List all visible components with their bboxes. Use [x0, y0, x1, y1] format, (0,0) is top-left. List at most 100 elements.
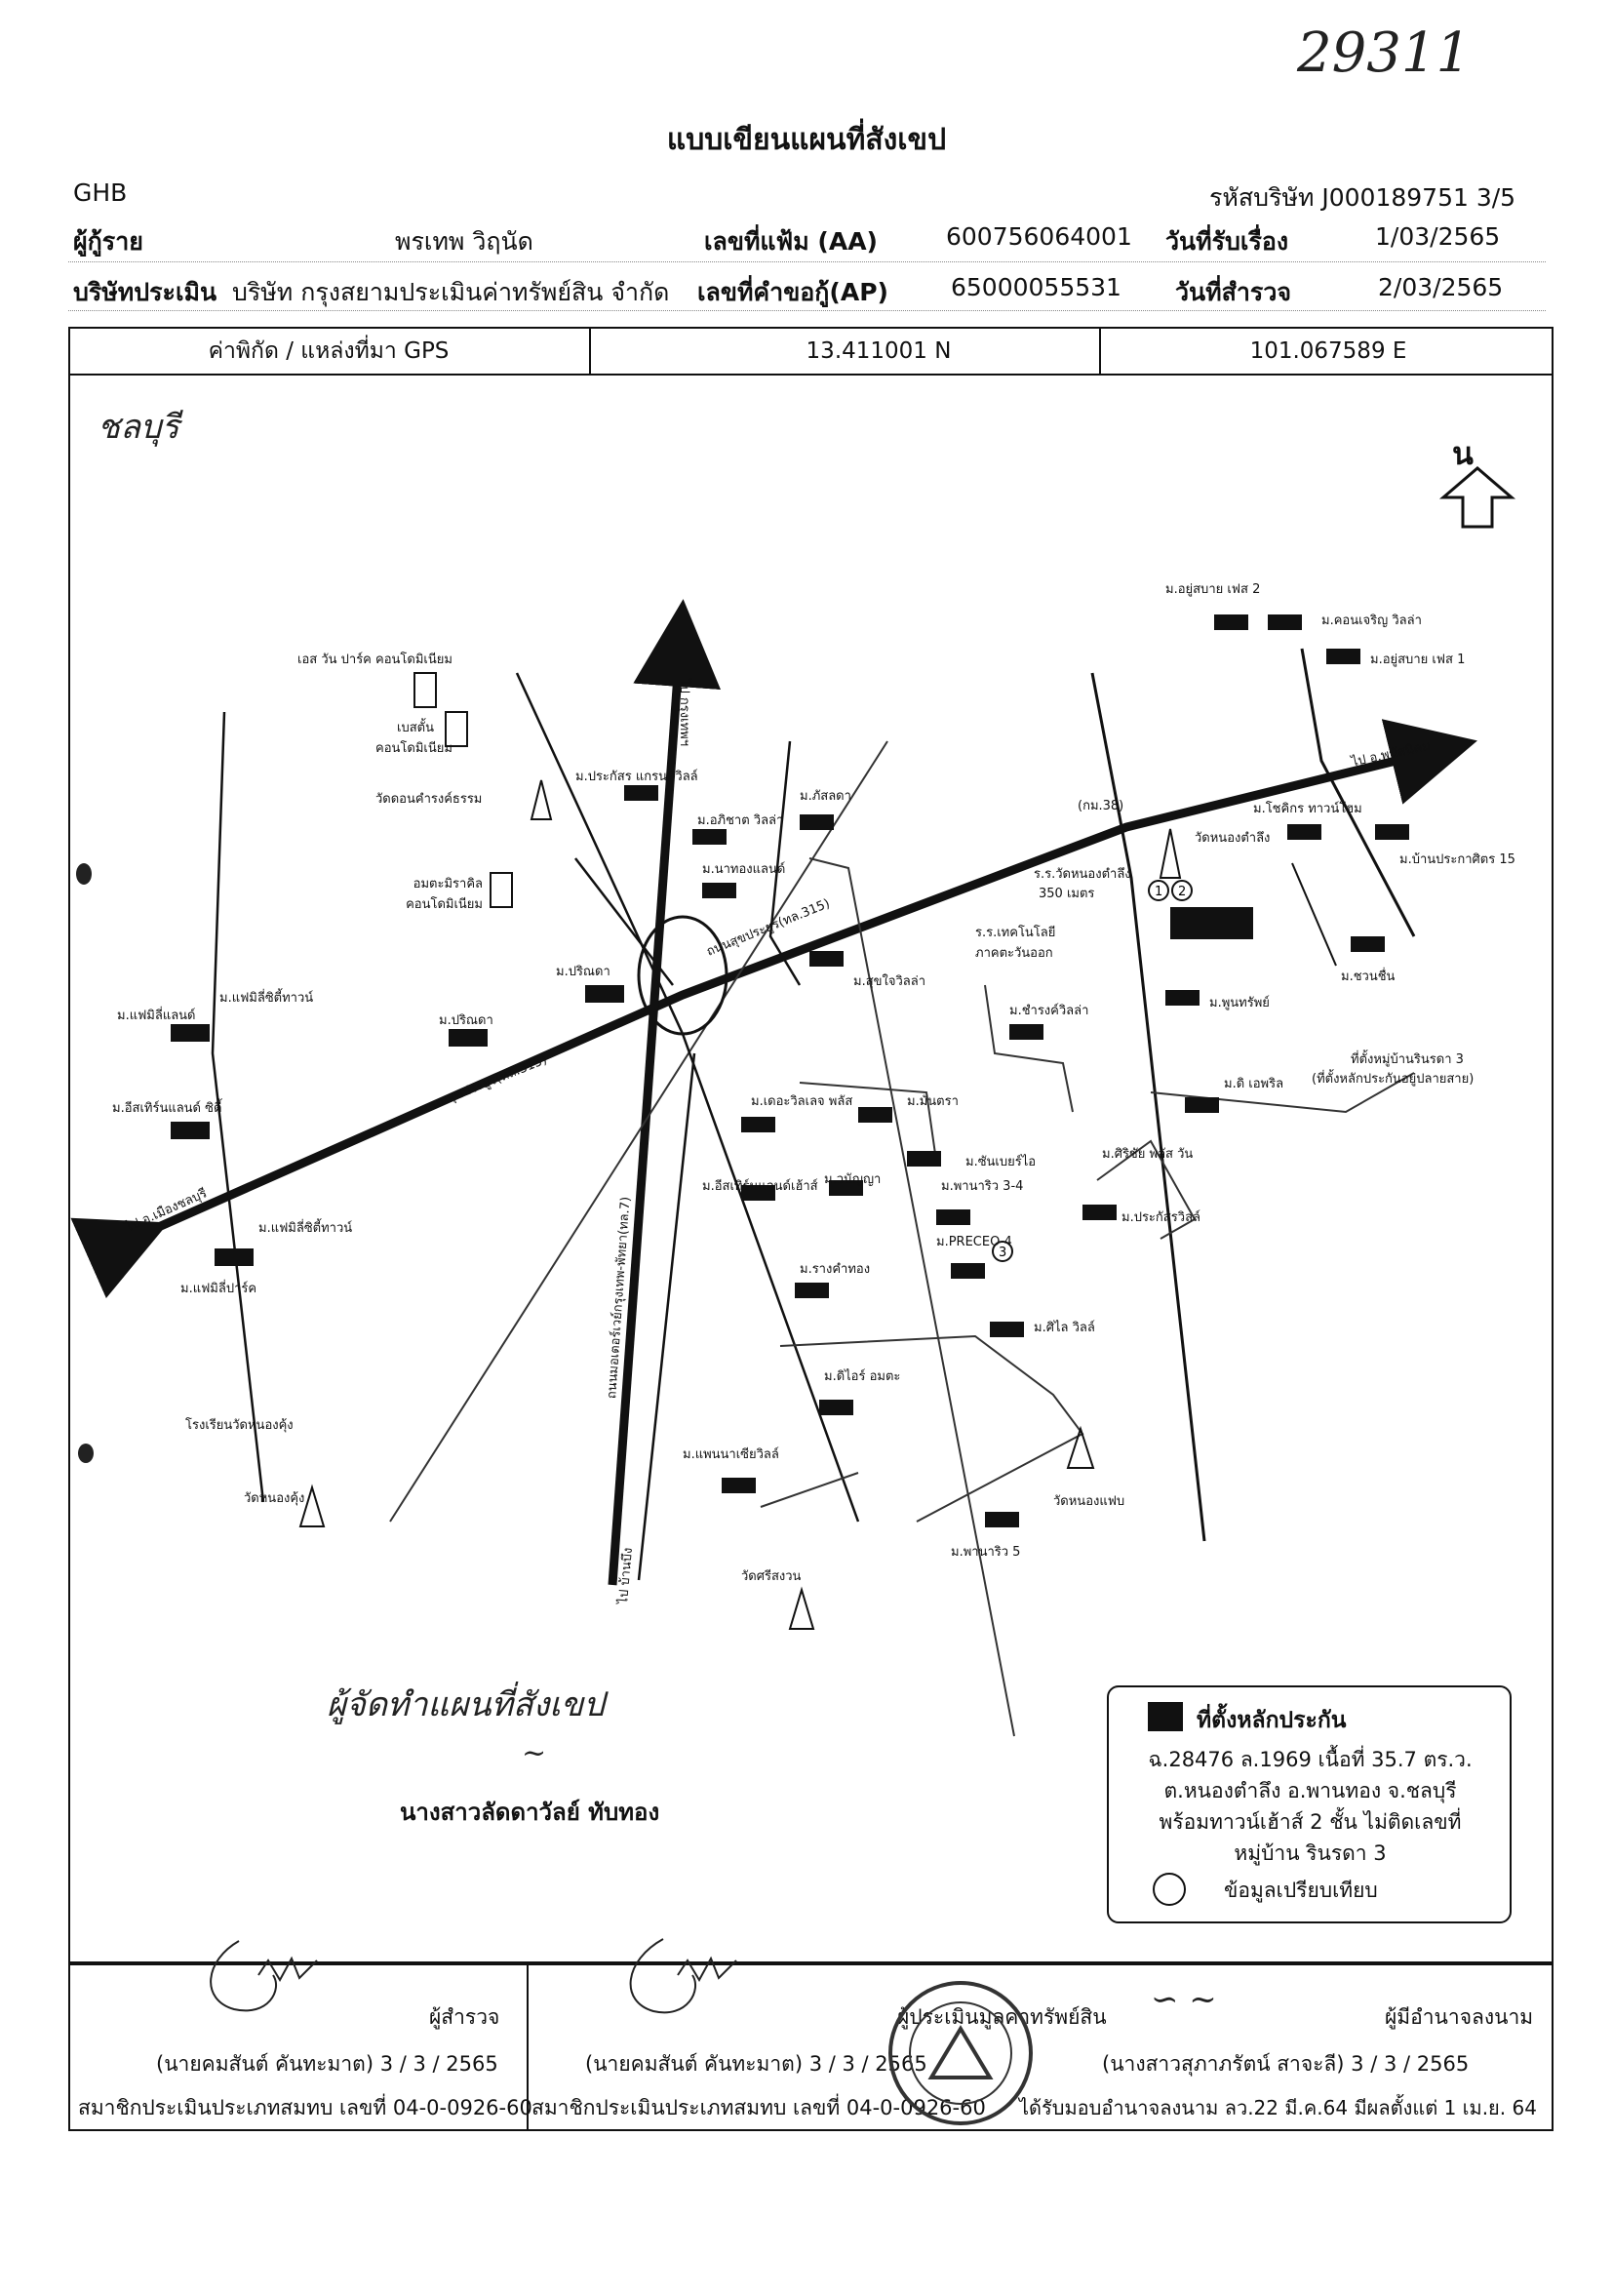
map-label: ไป กรุงเทพฯ [677, 678, 692, 747]
map-label: ม.พานาริว 5 [951, 1545, 1021, 1560]
map-label: ม.ชำรงค์วิลล่า [1009, 1004, 1089, 1018]
marker-1 [1148, 880, 1169, 901]
north-arrow: น [1438, 429, 1516, 536]
map-label: ม.ประกัสรวิลล์ [1121, 1210, 1200, 1225]
temple-icon [530, 779, 553, 820]
map-label: วัดหนองคุ้ง [244, 1491, 305, 1506]
map-label: ม.มันตรา [907, 1094, 959, 1109]
surveyor-name: (นายคมสันต์ คันทะมาต) 3 / 3 / 2565 [156, 2052, 498, 2076]
map-label: ม.โชคิกร ทาวน์โฮม [1253, 802, 1362, 816]
map-label: ม.บ้านประกาศิตร 15 [1399, 852, 1515, 867]
map-label: ม.ซันเบยร์ไอ [965, 1155, 1037, 1169]
map-label: ม.วนัญญา [824, 1172, 882, 1187]
map-label: ม.พูนทรัพย์ [1209, 996, 1270, 1010]
gps-row: ค่าพิกัด / แหล่งที่มา GPS 13.411001 N 10… [68, 327, 1554, 376]
map-label: ม.อีสเทิร์นแลนด์เฮ้าส์ [702, 1179, 818, 1194]
map-label: ม.PRECEO 4 [936, 1235, 1012, 1249]
company-stamp-icon [888, 1981, 1033, 2125]
map-label: วัดดอนคำรงค์ธรรม [375, 792, 483, 807]
north-label: น [1452, 435, 1474, 472]
building-icon [445, 711, 468, 747]
map-label: ม.นาทองแลนด์ [702, 862, 786, 877]
borrower-value: พรเทพ วิฤนัด [395, 227, 533, 256]
file-no-label: เลขที่แฟ้ม (AA) [704, 227, 878, 256]
appraiser-value: บริษัท กรุงสยามประเมินค่าทรัพย์สิน จำกัด [232, 278, 670, 306]
road-motorway-service [637, 1052, 696, 1581]
surveyor-role: ผู้สำรวจ [429, 2005, 500, 2029]
temple-icon [788, 1586, 815, 1630]
map-label: ม.ชวนชื่น [1341, 970, 1396, 984]
road-local-6 [760, 1472, 859, 1508]
drawer-handwritten: ผู้จัดทำแผนที่สังเขป [327, 1685, 605, 1724]
map-label: เอส วัน ปาร์ค คอนโดมิเนียม [297, 653, 452, 667]
map-label: ม.คอนเจริญ วิลล่า [1321, 614, 1422, 628]
road-diagonal [389, 740, 888, 1523]
road-motorway [608, 599, 722, 1586]
page-number: 29311 [1297, 21, 1472, 85]
map-label: ม.อยู่สบาย เฟส 2 [1165, 582, 1261, 597]
svg-text:3: 3 [999, 1246, 1006, 1260]
map-label: วัดศรีสงวน [741, 1569, 802, 1584]
marker-3 [992, 1241, 1013, 1262]
surveyor-signature-icon [210, 1940, 318, 2012]
gps-longitude: 101.067589 E [1099, 329, 1555, 374]
appraiser-signature-icon [629, 1938, 737, 2014]
road-right-vertical [1090, 672, 1206, 1542]
map-label: ม.อีสเทิร์นแลนด์ ซิตี้ [112, 1101, 222, 1116]
road-right-branch [1300, 648, 1416, 937]
svg-text:1: 1 [1155, 885, 1162, 899]
interchange [637, 915, 728, 1036]
road-left-vertical [211, 711, 265, 1503]
authorizer-note: ได้รับมอบอำนาจลงนาม ลว.22 มี.ค.64 มีผลตั… [1019, 2096, 1537, 2119]
request-no-label: เลขที่คำขอกู้(AP) [697, 278, 888, 306]
legend-line-3: พร้อมทาวน์เฮ้าส์ 2 ชั้น ไม่ติดเลขที่ [1159, 1810, 1462, 1834]
map-label: ม.เดอะวิลเลจ พลัส [751, 1094, 853, 1109]
surveyor-member: สมาชิกประเมินประเภทสมทบ เลขที่ 04-0-0926… [78, 2096, 532, 2119]
legend-title: ที่ตั้งหลักประกัน [1197, 1708, 1347, 1733]
road-local-3 [779, 1334, 1084, 1523]
map-label: ม.ดิไอร์ อมตะ [824, 1369, 901, 1384]
map-label: 350 เมตร [1039, 887, 1095, 901]
temple-icon [298, 1484, 326, 1527]
map-label: ม.แฟมิลี่ซิตี้ทาวน์ [258, 1221, 353, 1236]
legend-line-2: ต.หนองตำลึง อ.พานทอง จ.ชลบุรี [1163, 1779, 1457, 1802]
map-label: ม.แฟมิลี่ซิตี้ทาวน์ [219, 991, 314, 1006]
legend-comparison-circle [1153, 1873, 1186, 1906]
map-label: ม.อยู่สบาย เฟส 1 [1370, 653, 1466, 667]
map-label: ม.ศิไล วิลล์ [1034, 1321, 1095, 1335]
drawer-name: นางสาวลัดดาวัลย์ ทับทอง [400, 1799, 660, 1826]
map-label: ร.ร.เทคโนโลยี ภาคตะวันออก [975, 926, 1056, 961]
survey-value: 2/03/2565 [1378, 273, 1504, 301]
received-value: 1/03/2565 [1375, 222, 1501, 251]
document-title: แบบเขียนแผนที่สังเขป [666, 123, 947, 157]
map-label: ม.ประกัสร แกรนด์วิลล์ [575, 770, 698, 784]
map-label: โรงเรียนวัดหนองคุ้ง [185, 1418, 294, 1433]
marker-2 [1171, 880, 1193, 901]
map-label: ม.แฟมิลี่แลนด์ [117, 1009, 196, 1023]
temple-icon [1159, 828, 1182, 879]
signature-divider [527, 1963, 529, 2131]
map-label: ม.แฟมิลี่ปาร์ค [180, 1282, 257, 1296]
map-label: อมตะมิราคิล คอนโดมิเนียม [406, 877, 483, 912]
map-label: ม.ภัสลดา [800, 789, 851, 804]
map-label: (กม.38) [1078, 799, 1124, 813]
road-branch [768, 740, 802, 986]
received-label: วันที่รับเรื่อง [1165, 227, 1289, 256]
gps-latitude: 13.411001 N [589, 329, 1166, 374]
map-label: ร.ร.วัดหนองตำลึง [1034, 867, 1131, 882]
authorizer-role: ผู้มีอำนาจลงนาม [1385, 2005, 1534, 2029]
temple-icon [1066, 1425, 1095, 1469]
appraiser-label: บริษัทประเมิน [73, 278, 217, 306]
stray-mark: ชลบุรี [98, 408, 179, 447]
authorizer-signature: ∽ ~ [1151, 1980, 1217, 2019]
road-diagonal-2 [808, 857, 1015, 1737]
map-label: วัดหนองแฟบ [1053, 1494, 1125, 1509]
collateral-marker [1170, 907, 1253, 939]
building-icon [413, 672, 437, 708]
request-no-value: 65000055531 [951, 273, 1121, 301]
map-label: ม.ปริณดา [439, 1013, 493, 1028]
map-label: เบสตั้น คอนโดมิเนียม [375, 721, 452, 756]
legend-line-1: ฉ.28476 ล.1969 เนื้อที่ 35.7 ตร.ว. [1148, 1748, 1473, 1771]
map-label: ที่ตั้งหมู่บ้านรินรดา 3 [1351, 1052, 1464, 1067]
signature-divider [68, 1963, 1554, 1965]
